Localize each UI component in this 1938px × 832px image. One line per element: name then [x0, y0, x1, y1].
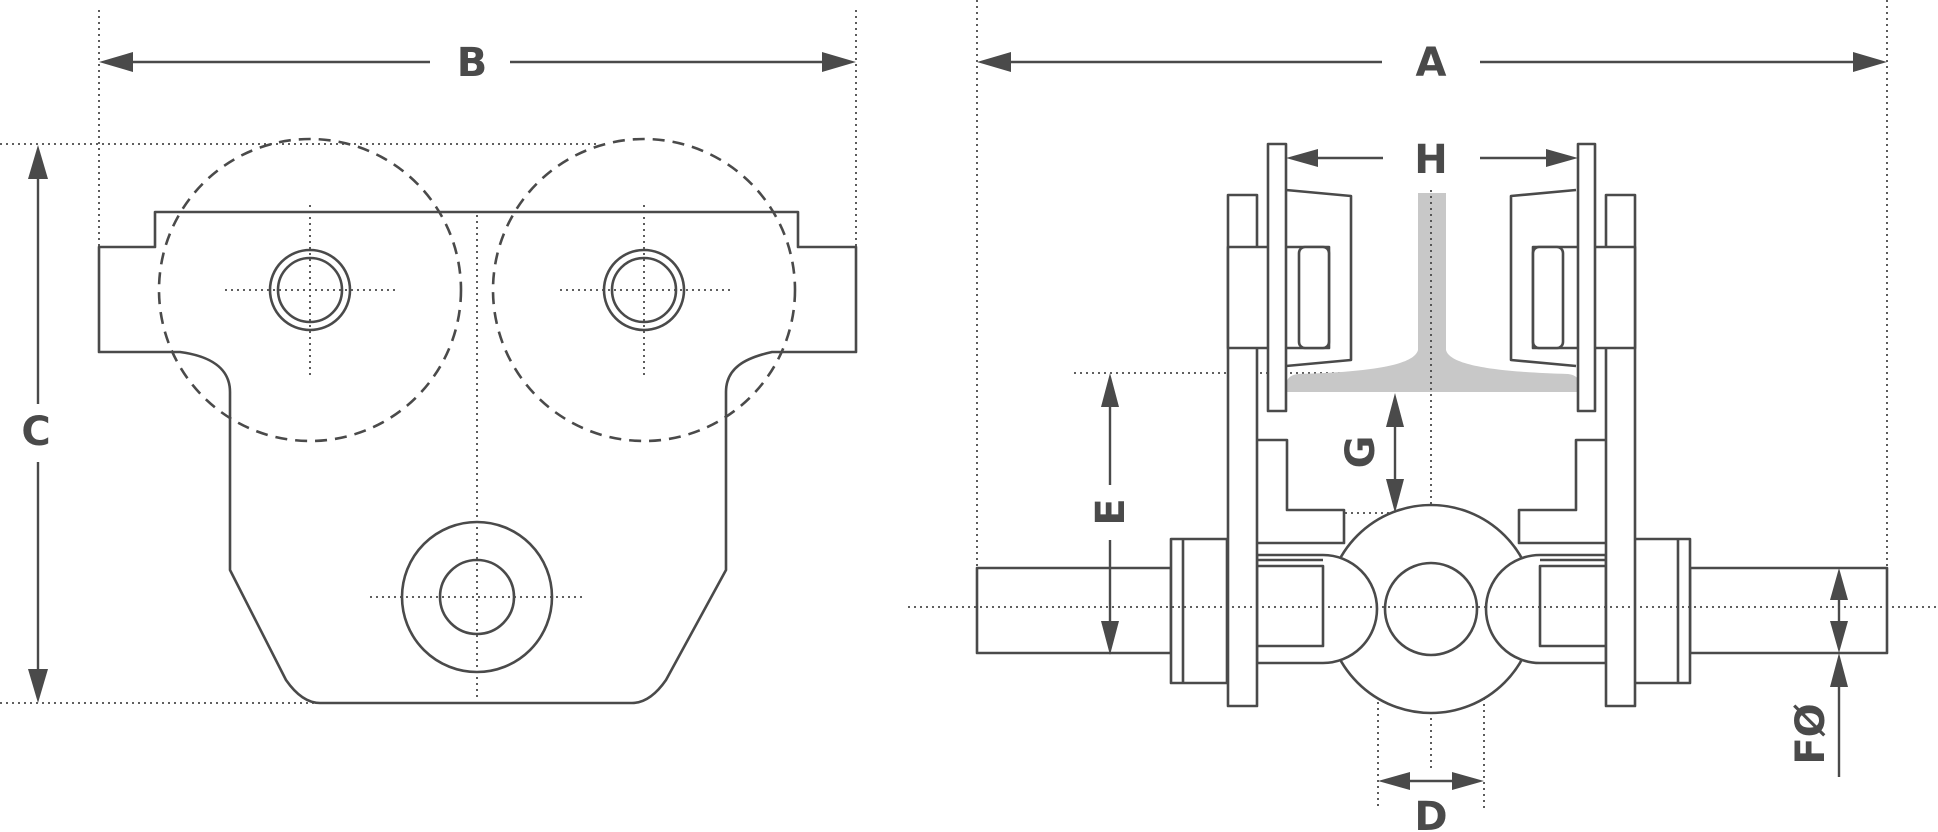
dimension-label-h: H [1414, 137, 1447, 183]
dimension-c: C [21, 145, 51, 703]
side-plate [97, 210, 858, 705]
collar-right [1632, 537, 1692, 685]
shaft-left [975, 566, 1173, 655]
dimension-h: H [1286, 137, 1578, 183]
dimension-f: FØ [1788, 568, 1848, 777]
rail-beam [1285, 193, 1581, 392]
dimension-label-d: D [1414, 794, 1447, 832]
dimension-a: A [977, 40, 1887, 86]
dimension-label-c: C [21, 409, 50, 455]
collar-left [1169, 537, 1229, 685]
dimension-e: E [1088, 373, 1134, 655]
side-view-center-lines [225, 205, 730, 700]
wheel-left-front [1226, 142, 1353, 413]
axle-left [268, 248, 352, 332]
dimension-label-b: B [457, 40, 488, 86]
dimension-label-f: FØ [1788, 703, 1834, 764]
shaft-right [1688, 566, 1889, 655]
wheel-left [157, 137, 463, 443]
spacer-right [1484, 553, 1608, 665]
wheel-right [491, 137, 797, 443]
dimension-label-a: A [1416, 40, 1447, 86]
dimension-d: D [1378, 772, 1484, 832]
dimension-label-g: G [1338, 436, 1384, 469]
side-view: B C [0, 10, 858, 705]
front-view: A H E G D [908, 0, 1938, 832]
spacer-left [1255, 553, 1379, 665]
dimension-label-e: E [1088, 498, 1134, 525]
side-view-extension-lines [0, 10, 857, 704]
dimension-g: G [1338, 393, 1404, 513]
dimension-b: B [99, 40, 856, 86]
wheel-right-front [1509, 142, 1637, 413]
